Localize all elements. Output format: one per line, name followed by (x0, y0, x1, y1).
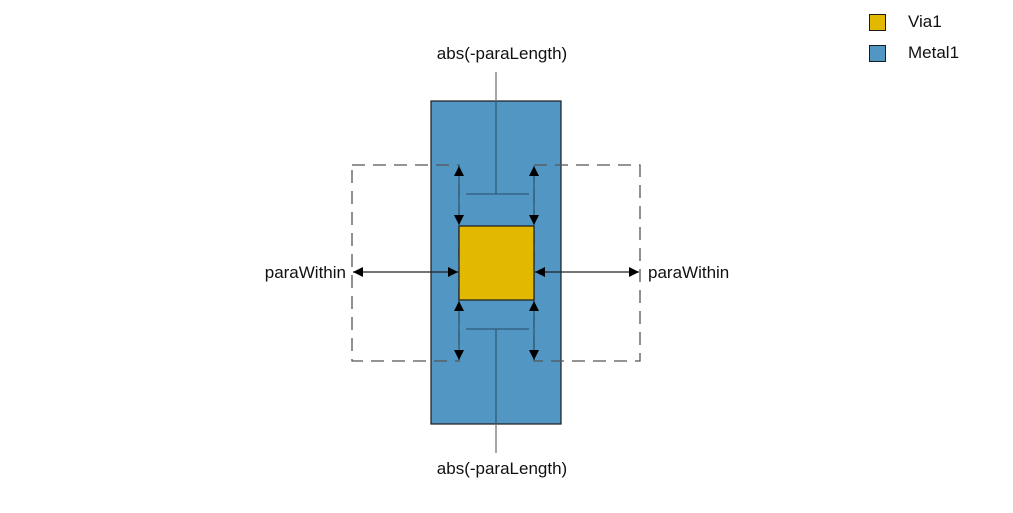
via1-swatch-icon (869, 13, 886, 31)
legend-item-via1: Via1 (869, 12, 959, 32)
legend-item-metal1: Metal1 (869, 43, 959, 63)
metal1-swatch-icon (869, 44, 886, 62)
bottom-paralength-label: abs(-paraLength) (437, 459, 567, 478)
top-paralength-label: abs(-paraLength) (437, 44, 567, 63)
legend-label: Via1 (908, 12, 942, 31)
left-parawithin-region (351, 164, 460, 362)
via1-shape (458, 225, 535, 301)
legend: Via1 Metal1 (869, 12, 959, 74)
left-parawithin-label: paraWithin (265, 263, 346, 282)
right-parawithin-label: paraWithin (648, 263, 729, 282)
legend-label: Metal1 (908, 43, 960, 62)
